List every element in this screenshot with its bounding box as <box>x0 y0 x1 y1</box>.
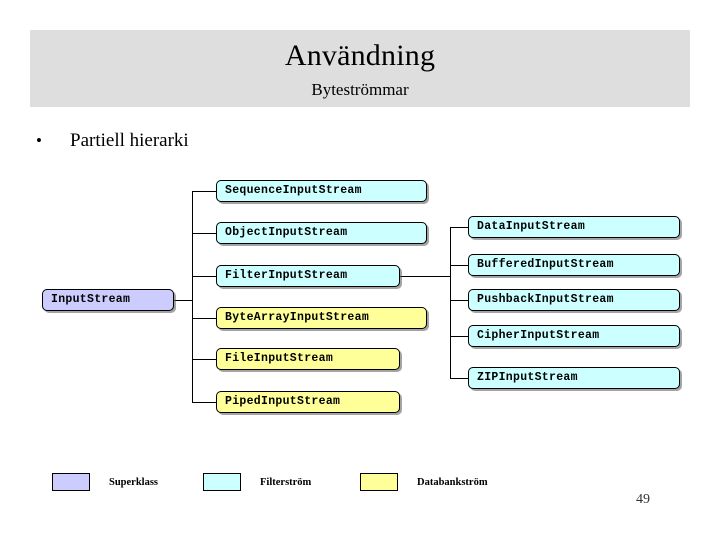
class-node-pushbackinputstream[interactable]: PushbackInputStream <box>468 289 680 311</box>
bullet-item-label: Partiell hierarki <box>70 130 189 151</box>
bullet-marker-icon: • <box>36 131 42 150</box>
legend-item-databankstrom: Databankström <box>360 473 488 491</box>
connector-right-trunk-to-cipher <box>450 336 468 337</box>
bullet-item: • Partiell hierarki <box>32 131 189 150</box>
connector-right-trunk-to-data <box>450 227 468 228</box>
legend-swatch-superklass-icon <box>52 473 90 491</box>
title-band: Användning Byteströmmar <box>30 30 690 107</box>
class-node-objectinputstream[interactable]: ObjectInputStream <box>216 222 427 244</box>
legend-swatch-databankstrom-icon <box>360 473 398 491</box>
connector-right-trunk-to-zip <box>450 378 468 379</box>
connector-right-trunk-to-buffered <box>450 265 468 266</box>
legend-swatch-filterstrom-icon <box>203 473 241 491</box>
connector-trunk-to-sequence <box>192 191 216 192</box>
connector-trunk-to-object <box>192 233 216 234</box>
connector-root-to-trunk <box>174 300 192 301</box>
class-node-pipedinputstream[interactable]: PipedInputStream <box>216 391 400 413</box>
class-node-filterinputstream[interactable]: FilterInputStream <box>216 265 400 287</box>
connector-filter-to-right-trunk <box>400 276 450 277</box>
connector-trunk-to-filter <box>192 276 216 277</box>
connector-trunk-to-bytearray <box>192 318 216 319</box>
legend-label-superklass: Superklass <box>109 476 159 488</box>
page-title: Användning <box>284 39 436 72</box>
class-node-inputstream[interactable]: InputStream <box>42 289 174 311</box>
connector-trunk-to-file <box>192 359 216 360</box>
page-subtitle: Byteströmmar <box>311 80 409 99</box>
connector-trunk-to-piped <box>192 402 216 403</box>
class-node-bufferedinputstream[interactable]: BufferedInputStream <box>468 254 680 276</box>
page-number: 49 <box>636 492 650 507</box>
connector-main-trunk <box>192 191 193 402</box>
class-node-fileinputstream[interactable]: FileInputStream <box>216 348 400 370</box>
legend-label-filterstrom: Filterström <box>260 476 312 488</box>
legend: Superklass Filterström Databankström <box>0 473 720 497</box>
class-node-cipherinputstream[interactable]: CipherInputStream <box>468 325 680 347</box>
class-node-bytearrayinputstream[interactable]: ByteArrayInputStream <box>216 307 427 329</box>
legend-item-filterstrom: Filterström <box>203 473 311 491</box>
class-node-datainputstream[interactable]: DataInputStream <box>468 216 680 238</box>
class-node-zipinputstream[interactable]: ZIPInputStream <box>468 367 680 389</box>
legend-item-superklass: Superklass <box>52 473 158 491</box>
legend-label-databankstrom: Databankström <box>417 476 488 488</box>
connector-right-trunk-to-pushback <box>450 300 468 301</box>
connector-right-trunk <box>450 227 451 378</box>
class-node-sequenceinputstream[interactable]: SequenceInputStream <box>216 180 427 202</box>
